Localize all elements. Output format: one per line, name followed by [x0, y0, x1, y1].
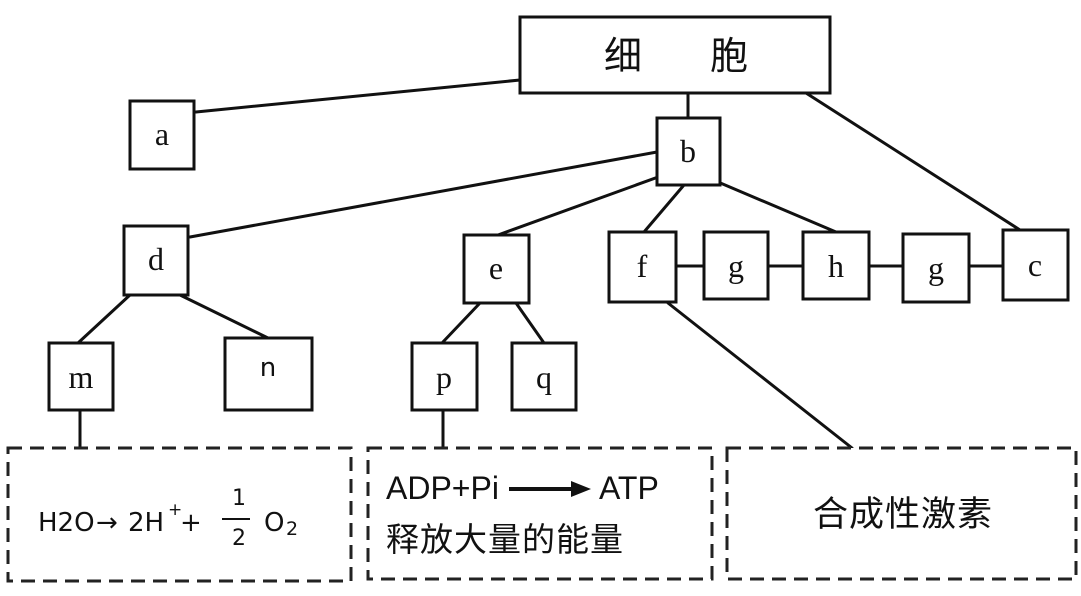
connector-lines: [76, 78, 1022, 450]
edge-root-a: [194, 78, 522, 114]
water-splitting-equation: H2O → 2H + + 1 2 O 2: [38, 486, 338, 568]
atp-equation: ADP+Pi ATP: [386, 470, 706, 507]
edge-b-h: [716, 180, 838, 234]
node-m-label: m: [69, 359, 94, 395]
node-m: m: [47, 341, 115, 412]
p-description-box: [366, 446, 714, 581]
eq-fraction-denominator: 2: [232, 526, 246, 551]
node-root: 细 胞: [518, 15, 832, 95]
node-q: q: [510, 341, 578, 412]
node-g-left: g: [702, 230, 770, 301]
edge-e-p: [440, 301, 482, 345]
edge-b-d: [188, 150, 659, 239]
eq-arrow: →: [96, 508, 118, 538]
energy-release-label: 释放大量的能量: [386, 520, 624, 559]
eq-fraction-bar: [222, 518, 250, 520]
node-g-right: g: [901, 232, 971, 304]
node-p-label: p: [436, 359, 452, 395]
node-a: a: [128, 99, 196, 171]
node-d: d: [122, 224, 190, 297]
node-p: p: [410, 341, 479, 412]
atp-product: ATP: [598, 470, 659, 506]
node-a-label: a: [155, 116, 169, 152]
node-n-label: n: [260, 353, 276, 383]
node-b-label: b: [680, 133, 696, 169]
node-q-label: q: [536, 359, 552, 395]
hormone-synthesis-label: 合成性激素: [812, 495, 993, 535]
eq-h2o: H2O: [38, 508, 95, 538]
eq-o2-subscript: 2: [286, 518, 299, 540]
eq-h-superscript: +: [168, 500, 183, 520]
node-e-label: e: [489, 250, 503, 286]
m-description-box: [6, 446, 353, 583]
eq-fraction-numerator: 1: [232, 486, 246, 511]
node-e: e: [462, 233, 531, 305]
edge-e-q: [514, 301, 546, 345]
reaction-arrow-icon: [508, 480, 591, 497]
node-g-right-label: g: [928, 250, 944, 286]
atp-synthesis-text: ADP+Pi ATP 释放大量的能量: [386, 470, 706, 561]
edge-d-n: [178, 293, 270, 340]
edge-root-c: [804, 91, 1022, 232]
node-n: n: [223, 336, 314, 412]
node-b: b: [655, 116, 722, 187]
node-c: c: [1001, 228, 1070, 302]
node-h-label: h: [828, 248, 844, 284]
eq-o: O: [264, 508, 285, 538]
edge-f-box3: [666, 301, 854, 450]
node-f: f: [607, 230, 678, 304]
eq-plus: +: [180, 508, 202, 538]
atp-reactants: ADP+Pi: [386, 470, 499, 506]
node-h: h: [801, 230, 871, 301]
edge-b-e: [496, 170, 674, 237]
edge-d-m: [76, 293, 132, 345]
node-c-label: c: [1028, 247, 1042, 283]
root-label: 细 胞: [604, 34, 776, 78]
node-d-label: d: [148, 241, 164, 277]
eq-2h: 2H: [128, 508, 165, 538]
node-g-left-label: g: [728, 248, 744, 284]
node-f-label: f: [637, 248, 648, 284]
edge-b-f: [642, 183, 686, 234]
f-description-box: [725, 446, 1078, 581]
